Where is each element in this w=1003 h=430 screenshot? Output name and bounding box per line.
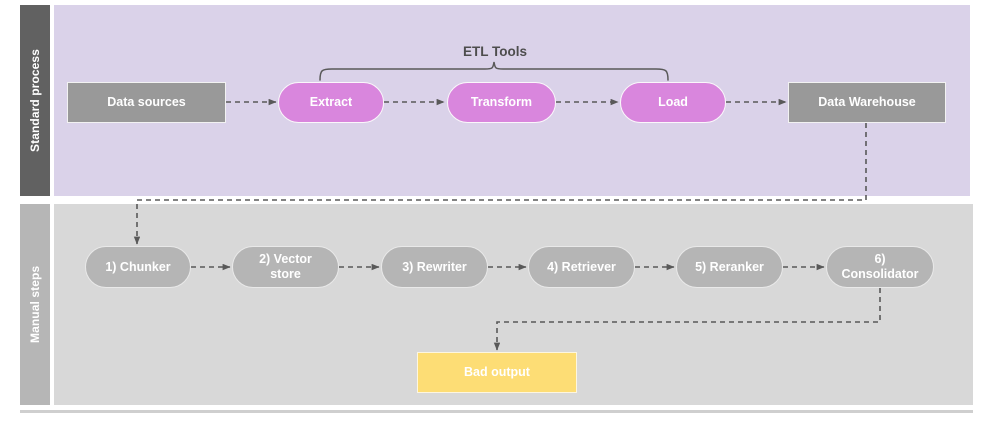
node-vector-store-line2: store	[270, 267, 301, 281]
node-consolidator[interactable]: 6) Consolidator	[826, 246, 934, 288]
node-consolidator-line2: Consolidator	[841, 267, 919, 281]
node-consolidator-line1: 6)	[874, 252, 886, 267]
node-load[interactable]: Load	[620, 82, 726, 123]
node-vector-store[interactable]: 2) Vector store	[232, 246, 339, 288]
node-data-sources[interactable]: Data sources	[67, 82, 226, 123]
node-transform[interactable]: Transform	[447, 82, 556, 123]
node-reranker[interactable]: 5) Reranker	[676, 246, 783, 288]
node-data-warehouse[interactable]: Data Warehouse	[788, 82, 946, 123]
node-chunker[interactable]: 1) Chunker	[85, 246, 191, 288]
node-vector-store-line1: 2) Vector	[259, 252, 312, 267]
node-consolidator-label: 6) Consolidator	[841, 252, 918, 282]
lane-label-standard-process: Standard process	[20, 5, 50, 196]
node-extract[interactable]: Extract	[278, 82, 384, 123]
etl-tools-label: ETL Tools	[463, 44, 527, 59]
bottom-divider	[20, 410, 973, 413]
node-vector-store-label: 2) Vector store	[259, 252, 312, 282]
lane-label-manual-steps: Manual steps	[20, 204, 50, 405]
node-bad-output[interactable]: Bad output	[417, 352, 577, 393]
node-rewriter[interactable]: 3) Rewriter	[381, 246, 488, 288]
node-retriever[interactable]: 4) Retriever	[528, 246, 635, 288]
